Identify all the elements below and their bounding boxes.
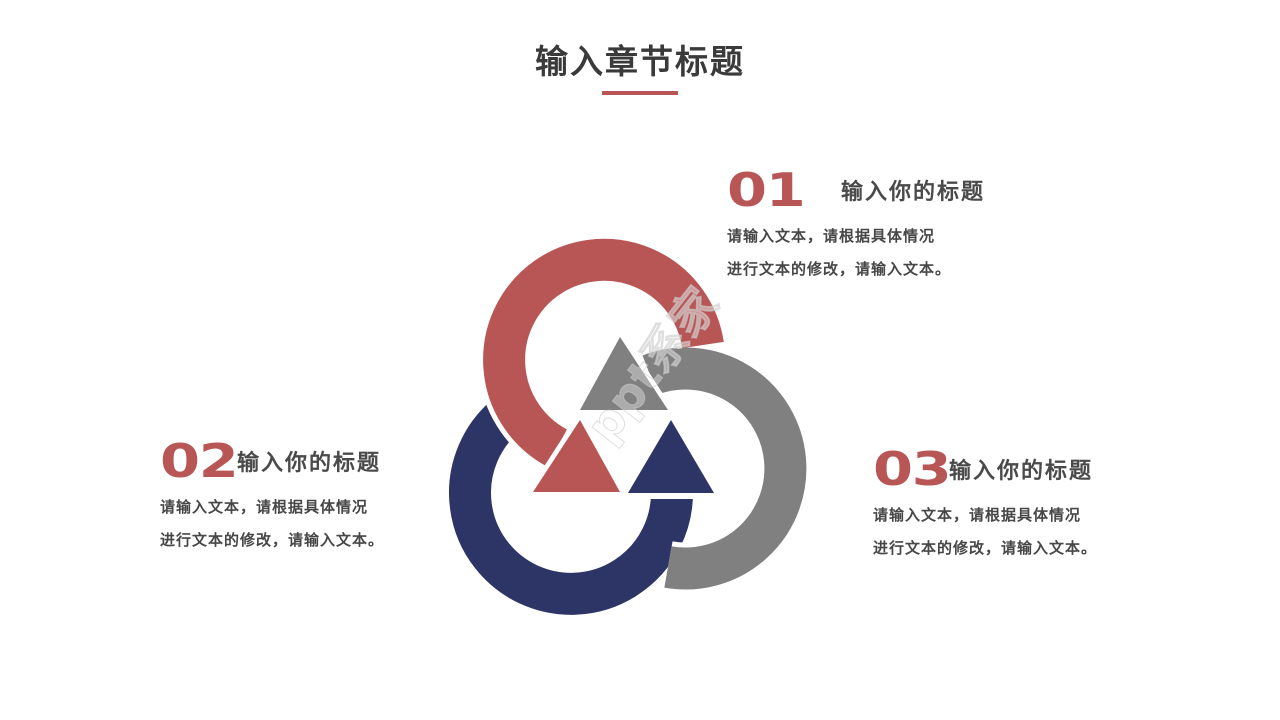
item-01-number: 01 <box>727 163 806 217</box>
item-03-header: 03 输入你的标题 <box>873 442 1097 496</box>
item-02-body-line-2: 进行文本的修改，请输入文本。 <box>160 531 385 549</box>
item-01: 01 输入你的标题 请输入文本，请根据具体情况 进行文本的修改，请输入文本。 <box>727 163 986 286</box>
item-01-body-line-2: 进行文本的修改，请输入文本。 <box>727 260 952 278</box>
item-03-title: 输入你的标题 <box>949 459 1094 484</box>
red-arrow <box>478 233 729 498</box>
item-02-header: 02 输入你的标题 <box>160 434 384 488</box>
item-03-number: 03 <box>873 442 952 496</box>
item-02-body-line-1: 请输入文本，请根据具体情况 <box>160 498 369 516</box>
item-01-title: 输入你的标题 <box>841 180 986 205</box>
item-01-header: 01 输入你的标题 <box>727 163 986 217</box>
item-02-title: 输入你的标题 <box>237 451 382 476</box>
item-02-number: 02 <box>160 434 239 488</box>
title-underline <box>602 91 678 95</box>
item-01-body: 请输入文本，请根据具体情况 进行文本的修改，请输入文本。 <box>727 220 985 286</box>
item-02-body: 请输入文本，请根据具体情况 进行文本的修改，请输入文本。 <box>160 491 384 557</box>
slide-title: 输入章节标题 <box>535 42 745 81</box>
item-03-body: 请输入文本，请根据具体情况 进行文本的修改，请输入文本。 <box>873 499 1097 565</box>
item-03: 03 输入你的标题 请输入文本，请根据具体情况 进行文本的修改，请输入文本。 <box>873 442 1097 565</box>
item-03-body-line-1: 请输入文本，请根据具体情况 <box>873 506 1082 524</box>
gray-arrow <box>575 331 812 595</box>
item-03-body-line-2: 进行文本的修改，请输入文本。 <box>873 539 1098 557</box>
item-02: 02 输入你的标题 请输入文本，请根据具体情况 进行文本的修改，请输入文本。 <box>160 434 384 557</box>
navy-arrow <box>444 395 720 620</box>
item-01-body-line-1: 请输入文本，请根据具体情况 <box>727 227 936 245</box>
